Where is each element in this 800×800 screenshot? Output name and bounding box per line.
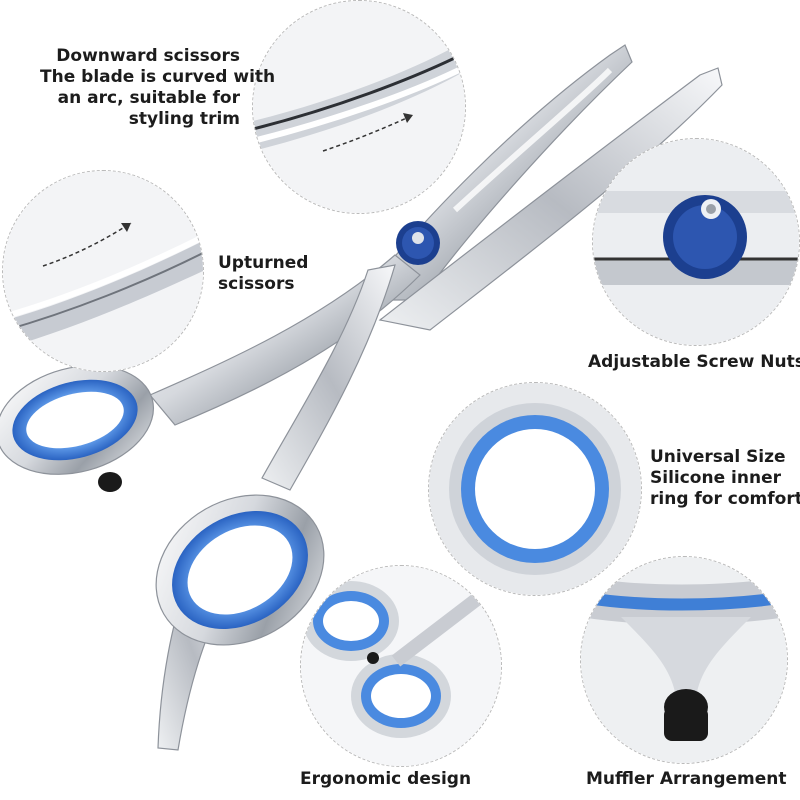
label-line: Muffler Arrangement: [586, 769, 787, 789]
detail-circle-ergonomic: [300, 565, 502, 767]
label-line: styling trim: [128, 109, 240, 129]
label-line: an arc, suitable for: [57, 88, 240, 108]
muffler-bumper: [98, 472, 122, 492]
label-upturned-scissors: Upturned scissors: [218, 253, 308, 295]
label-line: Silicone inner: [650, 468, 781, 488]
arrow-down-icon: [322, 114, 414, 152]
detail-circle-downward-blade: [252, 0, 466, 214]
label-downward-scissors: Downward scissors The blade is curved wi…: [40, 46, 276, 130]
label-ergonomic-design: Ergonomic design: [300, 769, 471, 790]
detail-circle-upturned-blade: [2, 170, 204, 372]
left-shank: [149, 254, 421, 426]
lower-finger-ring: [155, 494, 325, 751]
detail-circle-screw-nut: [592, 138, 800, 346]
lower-blade: [378, 67, 723, 331]
label-screw-nuts: Adjustable Screw Nuts: [588, 352, 800, 373]
pivot-screw: [396, 221, 440, 265]
label-line: scissors: [218, 274, 295, 294]
lower-shank: [261, 264, 396, 491]
label-line: The blade is curved with: [40, 67, 276, 87]
label-line: ring for comfort: [650, 489, 800, 509]
label-line: Universal Size: [650, 447, 786, 467]
label-line: Ergonomic design: [300, 769, 472, 789]
label-line: Adjustable Screw Nuts: [588, 352, 800, 372]
label-line: Downward scissors: [56, 46, 240, 66]
label-line: Upturned: [218, 253, 309, 273]
label-silicone-ring: Universal Size Silicone inner ring for c…: [650, 447, 800, 510]
label-muffler-arrangement: Muffler Arrangement: [586, 769, 787, 790]
arrow-up-icon: [42, 222, 132, 267]
detail-circle-muffler: [580, 556, 788, 764]
